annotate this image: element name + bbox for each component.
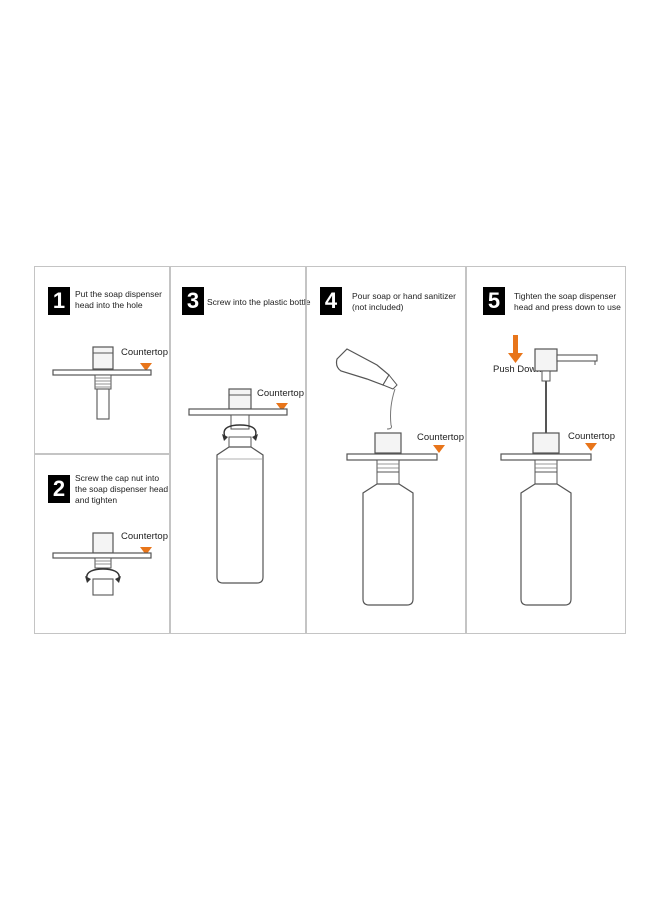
- countertop-arrow-icon: [140, 547, 152, 555]
- countertop-arrow-icon: [276, 403, 288, 411]
- step-2-panel: 2 Screw the cap nut into the soap dispen…: [34, 454, 170, 634]
- countertop-arrow-icon: [140, 363, 152, 371]
- step-3-illustration: [188, 388, 288, 584]
- step-4-countertop-label: Countertop: [417, 432, 465, 443]
- step-1-number: 1: [48, 287, 70, 315]
- countertop-arrow-icon: [433, 445, 445, 453]
- step-5-panel: 5 Tighten the soap dispenser head and pr…: [466, 266, 626, 634]
- step-2-illustration: [52, 532, 152, 596]
- step-4-text: Pour soap or hand sanitizer (not include…: [352, 291, 456, 312]
- step-4-number: 4: [320, 287, 342, 315]
- soap-bottle: [362, 483, 414, 606]
- soap-bottle: [520, 483, 572, 606]
- push-down-arrow-icon: [513, 335, 518, 353]
- step-5-countertop-label: Countertop: [568, 431, 616, 442]
- step-1-illustration: [52, 346, 152, 420]
- plastic-bottle: [216, 446, 264, 584]
- step-4-panel: 4 Pour soap or hand sanitizer (not inclu…: [306, 266, 466, 634]
- step-5-illustration: [500, 335, 598, 606]
- step-3-number: 3: [182, 287, 204, 315]
- step-5-number: 5: [483, 287, 505, 315]
- rotate-arrow-icon: [223, 424, 257, 438]
- pouring-bottle: [335, 348, 390, 386]
- step-2-countertop-label: Countertop: [121, 531, 169, 542]
- step-2-number: 2: [48, 475, 70, 503]
- step-2-text: Screw the cap nut into the soap dispense…: [75, 473, 169, 505]
- step-3-panel: 3 Screw into the plastic bottle Countert…: [170, 266, 310, 634]
- step-3-countertop-label: Countertop: [257, 388, 305, 399]
- step-1-text: Put the soap dispenser head into the hol…: [75, 289, 162, 310]
- step-3-text: Screw into the plastic bottle: [207, 297, 311, 307]
- countertop-arrow-icon: [585, 443, 597, 451]
- push-down-label: Push Down: [493, 364, 542, 375]
- step-1-countertop-label: Countertop: [121, 347, 169, 358]
- step-4-illustration: [335, 348, 445, 606]
- step-5-text: Tighten the soap dispenser head and pres…: [514, 291, 621, 312]
- rotate-arrow-icon: [86, 568, 120, 580]
- step-1-panel: 1 Put the soap dispenser head into the h…: [34, 266, 170, 454]
